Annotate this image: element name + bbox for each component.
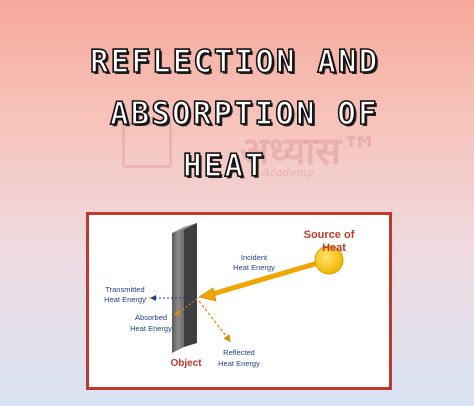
object-label: Object [170,358,202,369]
reflected-label-line1: Reflected [223,348,255,357]
absorbed-label-line2: Heat Energy [130,324,172,333]
title-line-2: ABSORPTION OF [109,95,379,133]
title-line-3: HEAT [182,147,266,185]
transmitted-label-line1: Transmitted [105,285,144,294]
heat-diagram: Source of Heat Incident Heat Energy Tran… [104,223,355,369]
heat-source-sun [314,245,344,275]
absorbed-arrow [174,298,198,316]
incident-beam [198,260,321,302]
watermark-logo-sub: Academy [262,166,313,179]
transmitted-label-line2: Heat Energy [104,295,146,304]
reflected-label-line2: Heat Energy [218,359,260,368]
reflected-arrow [198,300,231,342]
source-label-line1: Source of [304,229,355,241]
incident-label-line2: Heat Energy [233,263,275,272]
diagram-frame: Source of Heat Incident Heat Energy Tran… [86,212,392,390]
watermark-book-logo [122,122,172,168]
watermark-logo: अध्यास™ [240,129,379,173]
title-line-1: REFLECTION AND [89,43,380,81]
incident-label-line1: Incident [241,253,268,262]
source-label-line2: Heat [322,242,346,254]
absorbed-label-line1: Absorbed [135,313,167,322]
object-slab [172,223,197,353]
